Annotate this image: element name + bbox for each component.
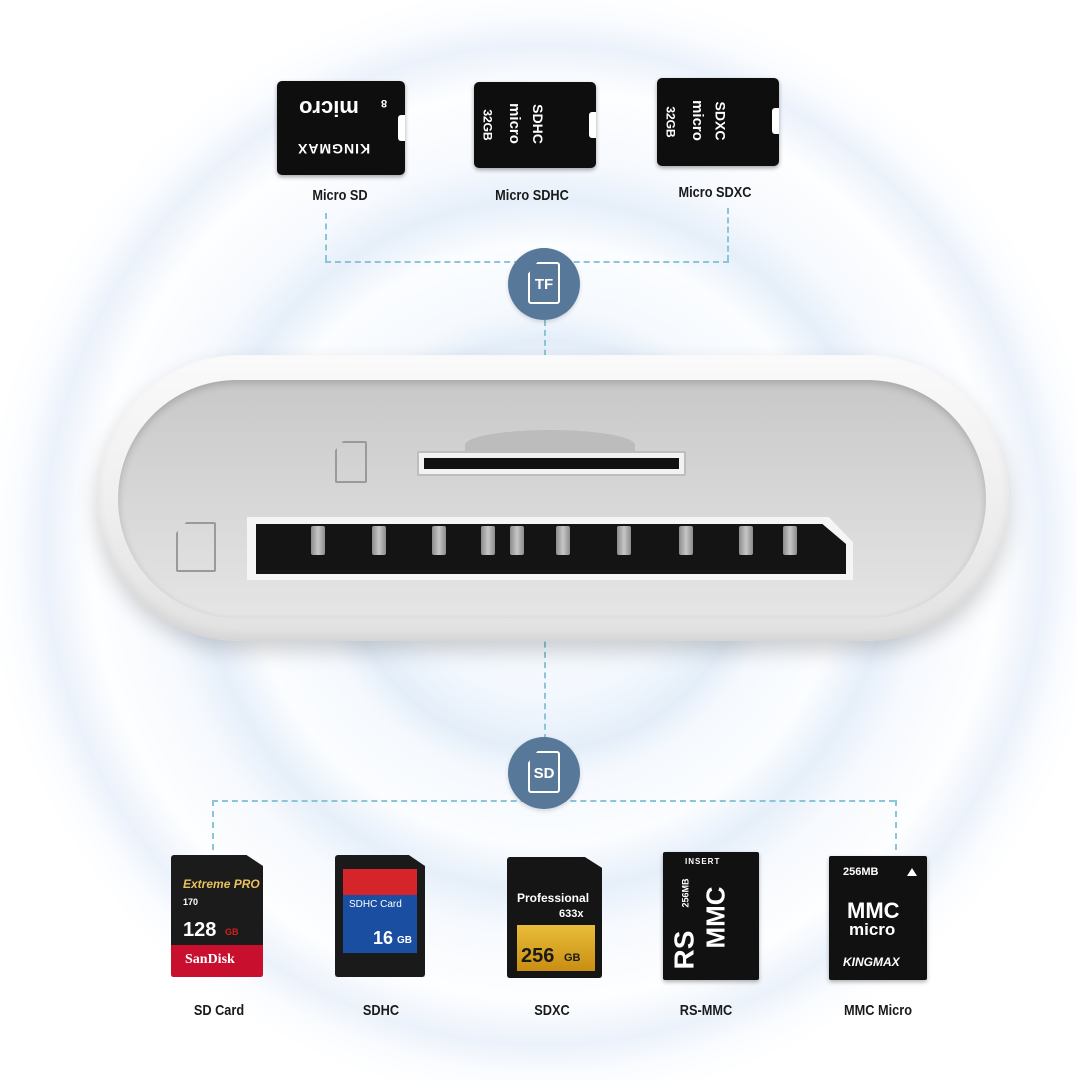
card-notch <box>772 108 779 134</box>
card-brand-text: KINGMAX <box>843 955 900 969</box>
sd-badge-text: SD <box>533 765 555 782</box>
rs-mmc-label: RS-MMC <box>679 1002 733 1019</box>
card-capacity-text: 256MB <box>843 866 879 878</box>
micro-sdhc-label: Micro SDHC <box>495 187 569 204</box>
card-notch <box>589 112 596 138</box>
insert-arrow-icon <box>907 868 917 876</box>
card-speed-text: 170 <box>183 897 199 907</box>
sdhc-stripe-red <box>343 869 417 895</box>
sandisk-band <box>171 945 263 977</box>
card-capacity-text: 256 <box>521 945 555 967</box>
sd-slot-icon <box>176 522 216 572</box>
card-reader-face <box>118 380 986 618</box>
tf-badge-text: TF <box>534 276 554 293</box>
sdxc-gold-panel <box>517 925 595 971</box>
card-notch <box>398 115 405 141</box>
sdxc-label: SDXC <box>534 1002 570 1019</box>
card-capacity-text: 32GB <box>480 109 495 141</box>
card-unit-text: GB <box>397 935 412 946</box>
sdxc-card: Professional 633x 256 GB <box>507 857 602 978</box>
card-capacity-text: 32GB <box>663 106 678 138</box>
microsd-icon <box>528 262 560 304</box>
sdhc-label: SDHC <box>362 1002 400 1019</box>
card-type-text: SDHC <box>529 104 546 144</box>
card-type-text: MMC <box>847 898 900 923</box>
sd-icon <box>528 751 560 793</box>
card-brand-text: micro <box>688 100 706 141</box>
card-class-text: 8 <box>381 97 388 109</box>
slot-pin <box>556 526 570 555</box>
micro-sdhc-card: micro SDHC 32GB <box>474 82 596 168</box>
card-capacity-text: 16 <box>373 928 394 948</box>
sd-badge: SD <box>508 737 580 809</box>
slot-pin <box>617 526 631 555</box>
card-type-text: RS <box>668 930 700 970</box>
slot-pin <box>481 526 495 555</box>
sd-connector-left <box>212 800 214 850</box>
sdhc-card: SDHC Card 16 GB <box>335 855 425 977</box>
card-series-text: Professional <box>517 891 590 905</box>
card-speed-text: 633x <box>559 908 584 920</box>
card-format-text: micro <box>849 920 896 939</box>
sd-connector-right <box>895 800 897 850</box>
micro-sdxc-label: Micro SDXC <box>678 184 752 201</box>
slot-pin <box>432 526 446 555</box>
slot-pin <box>783 526 797 555</box>
card-capacity-text: 256MB <box>680 878 691 908</box>
sd-connector-center <box>544 580 546 740</box>
tf-connector-right <box>727 208 729 261</box>
slot-pin <box>679 526 693 555</box>
card-type-text: SDXC <box>712 101 729 141</box>
card-brand-text: micro <box>505 103 523 144</box>
rs-mmc-card: INSERT RS MMC 256MB <box>663 852 759 980</box>
sdhc-stripe-blue <box>343 895 417 953</box>
card-brand-text: SanDisk <box>185 952 235 967</box>
card-brand-text: micro <box>299 96 359 121</box>
card-series-text: Extreme PRO <box>183 877 260 891</box>
tf-connector-left <box>325 213 327 261</box>
card-unit-text: GB <box>225 927 239 937</box>
sd-card-label: SD Card <box>193 1002 245 1019</box>
micro-sd-card: micro 8 KINGMAX <box>277 81 405 175</box>
card-unit-text: GB <box>564 952 581 964</box>
slot-pin <box>510 526 524 555</box>
micro-sd-label: Micro SD <box>312 187 368 204</box>
slot-pin <box>372 526 386 555</box>
mmc-micro-card: 256MB MMC micro KINGMAX <box>829 856 927 980</box>
slot-pin <box>311 526 325 555</box>
tf-slot <box>424 458 679 469</box>
mmc-micro-label: MMC Micro <box>844 1002 912 1019</box>
card-maker-text: KINGMAX <box>297 141 371 157</box>
microsd-slot-icon <box>335 441 367 483</box>
card-type-text: SDHC Card <box>349 899 402 910</box>
sandisk-sd-card: Extreme PRO 170 128 GB SanDisk <box>171 855 263 977</box>
slot-pin <box>739 526 753 555</box>
micro-sdxc-card: micro SDXC 32GB <box>657 78 779 166</box>
card-insert-text: INSERT <box>685 857 721 866</box>
sd-slot <box>256 524 846 574</box>
tf-badge: TF <box>508 248 580 320</box>
card-capacity-text: 128 <box>183 919 217 941</box>
card-format-text: MMC <box>700 886 731 949</box>
